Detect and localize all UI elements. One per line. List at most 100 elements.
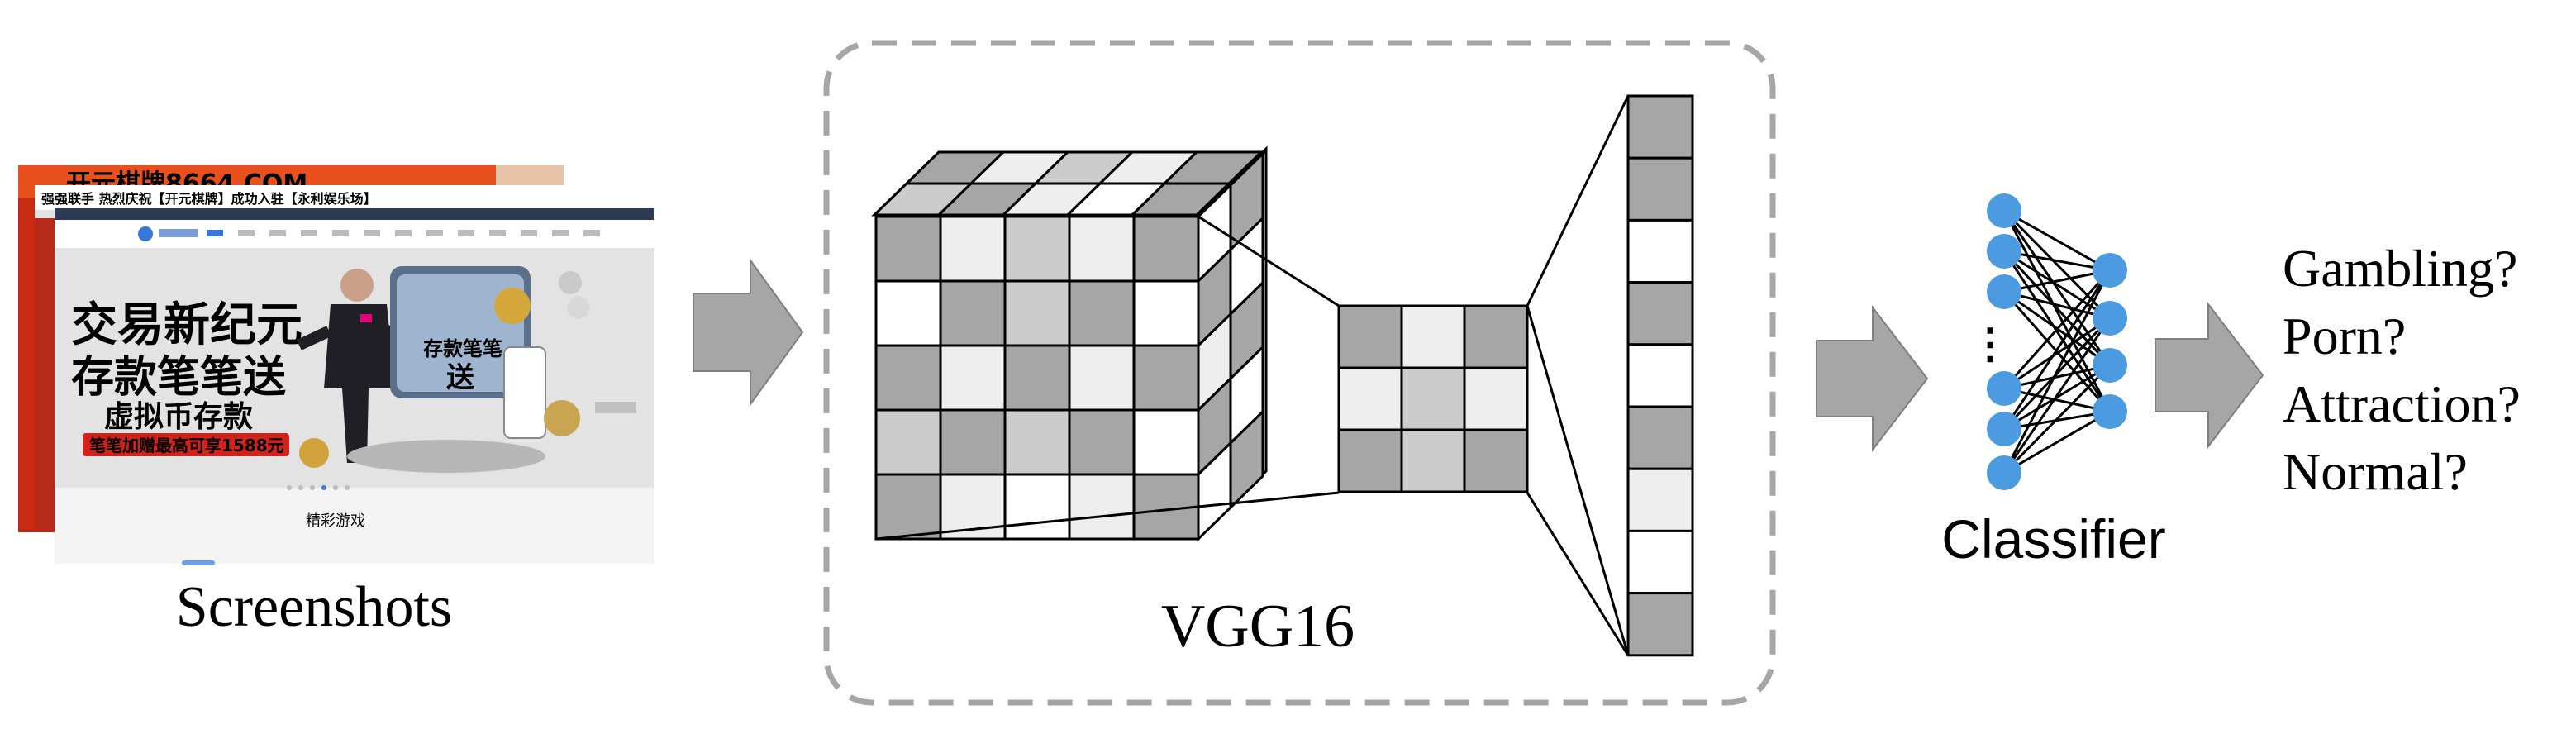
kernel-cell — [1337, 304, 1403, 369]
fc-cell — [1626, 405, 1694, 470]
screenshots-label: Screenshots — [176, 575, 452, 639]
cube-front-cell — [1003, 344, 1071, 412]
cube-front-cell — [1068, 408, 1136, 476]
card-line-1: 存款笔笔 — [423, 337, 502, 360]
output-normal: Normal? — [2283, 442, 2468, 501]
cube-front-cell — [874, 344, 942, 412]
cube-front-cell — [874, 215, 942, 283]
cube-front-cell — [1132, 408, 1200, 476]
cube-front-cell — [1003, 408, 1071, 476]
network-edge — [2002, 269, 2112, 430]
kernel-cell — [1337, 366, 1403, 431]
output-node — [2093, 348, 2127, 383]
cube-front-cell — [1132, 344, 1200, 412]
hero-subline: 虚拟币存款 — [104, 400, 253, 434]
cube-front-cell — [939, 408, 1007, 476]
output-porn: Porn? — [2283, 307, 2406, 365]
cube-front-cell — [1068, 344, 1136, 412]
cube-front-cell — [874, 408, 942, 476]
classifier-nodes — [1987, 193, 2127, 490]
network-edge — [2002, 269, 2112, 390]
input-node — [1987, 455, 2021, 490]
kernel-cell — [1400, 428, 1466, 493]
output-node — [2093, 253, 2127, 288]
hero-headline-2: 存款笔笔送 — [71, 353, 286, 403]
section-title: 精彩游戏 — [306, 512, 365, 530]
network-edge — [2003, 250, 2111, 320]
cube-front-cell — [939, 215, 1007, 283]
fc-cell — [1626, 529, 1694, 595]
cube-front-cell — [1068, 473, 1136, 541]
mid-bar-text: 强强联手 热烈庆祝【开元棋牌】成功入驻【永利娱乐场】 — [41, 191, 377, 207]
fc-cell — [1626, 467, 1694, 532]
promo-card: 存款笔笔 送 — [390, 266, 590, 439]
cube-front-cell — [1068, 279, 1136, 347]
cube-side-face — [1197, 150, 1264, 542]
input-node — [1987, 412, 2021, 446]
network-edge — [2003, 317, 2111, 390]
cube-front-face — [874, 215, 1200, 541]
cube-front-cell — [1003, 473, 1071, 541]
vgg16-box — [823, 40, 1776, 706]
output-node — [2093, 394, 2127, 429]
fc-cell — [1626, 218, 1694, 284]
hero-promo: 笔笔加赠最高可享1588元 — [89, 436, 284, 455]
kernel-cell — [1337, 428, 1403, 493]
screenshot-front: 交易新纪元 存款笔笔送 虚拟币存款 笔笔加赠最高可享1588元 存款笔笔 送 — [55, 208, 654, 565]
network-edge — [2002, 269, 2112, 474]
cube-front-cell — [1003, 215, 1071, 283]
input-node — [1987, 371, 2021, 406]
network-edge — [2003, 290, 2111, 320]
kernel-cell — [1463, 304, 1529, 369]
fc-cell — [1626, 592, 1694, 657]
network-edge — [2003, 250, 2111, 272]
fc-column — [1626, 94, 1694, 657]
kernel-cell — [1400, 304, 1466, 369]
hidden-nodes-ellipsis: ⋮ — [1969, 321, 2011, 367]
fc-cell — [1626, 343, 1694, 408]
output-labels: Gambling? Porn? Attraction? Normal? — [2283, 239, 2521, 501]
network-edge — [2002, 209, 2112, 320]
arrow-screenshots-to-vgg — [693, 257, 804, 408]
output-attraction: Attraction? — [2283, 374, 2521, 433]
network-edge — [2002, 250, 2112, 367]
network-edge — [2003, 269, 2111, 293]
hero-headline-1: 交易新纪元 — [71, 298, 302, 352]
input-node — [1987, 274, 2021, 309]
classifier-label: Classifier — [1941, 508, 2165, 570]
kernel-cell — [1400, 366, 1466, 431]
vgg16-label: VGG16 — [1161, 593, 1355, 660]
network-edge — [2002, 317, 2112, 474]
screenshots-stack: 开元棋牌8664.COM 强强联手 热烈庆祝【开元棋牌】成功入驻【永利娱乐场】 — [18, 165, 654, 565]
classifier-connections — [2002, 209, 2112, 474]
cube-front-cell — [1132, 279, 1200, 347]
network-edge — [2003, 364, 2111, 390]
network-edge — [2003, 410, 2111, 474]
projection-lines-cube-to-kernel — [875, 215, 1340, 541]
network-edge — [2003, 209, 2111, 272]
card-line-2: 送 — [446, 361, 474, 394]
cube-front-cell — [1132, 215, 1200, 283]
cube-front-cell — [1003, 279, 1071, 347]
cube-front-cell — [874, 473, 942, 541]
cube-front-cell — [939, 279, 1007, 347]
network-edge — [2003, 387, 2111, 413]
kernel-cell — [1463, 366, 1529, 431]
cube-side-cell — [1229, 408, 1264, 511]
fc-cell — [1626, 281, 1694, 346]
fc-cell — [1626, 156, 1694, 222]
cube-top-cell — [1129, 182, 1232, 217]
network-edge — [2002, 364, 2112, 474]
network-edge — [2002, 210, 2112, 412]
arrow-classifier-to-outputs — [2155, 302, 2264, 449]
cube-front-cell — [874, 279, 942, 347]
cube-front-cell — [939, 344, 1007, 412]
fc-cell — [1626, 94, 1694, 160]
input-node — [1987, 234, 2021, 269]
kernel-cell — [1463, 428, 1529, 493]
kernel-grid — [1337, 304, 1529, 493]
output-gambling: Gambling? — [2283, 239, 2517, 298]
input-node — [1987, 193, 2021, 228]
cube-top-face — [871, 150, 1264, 217]
